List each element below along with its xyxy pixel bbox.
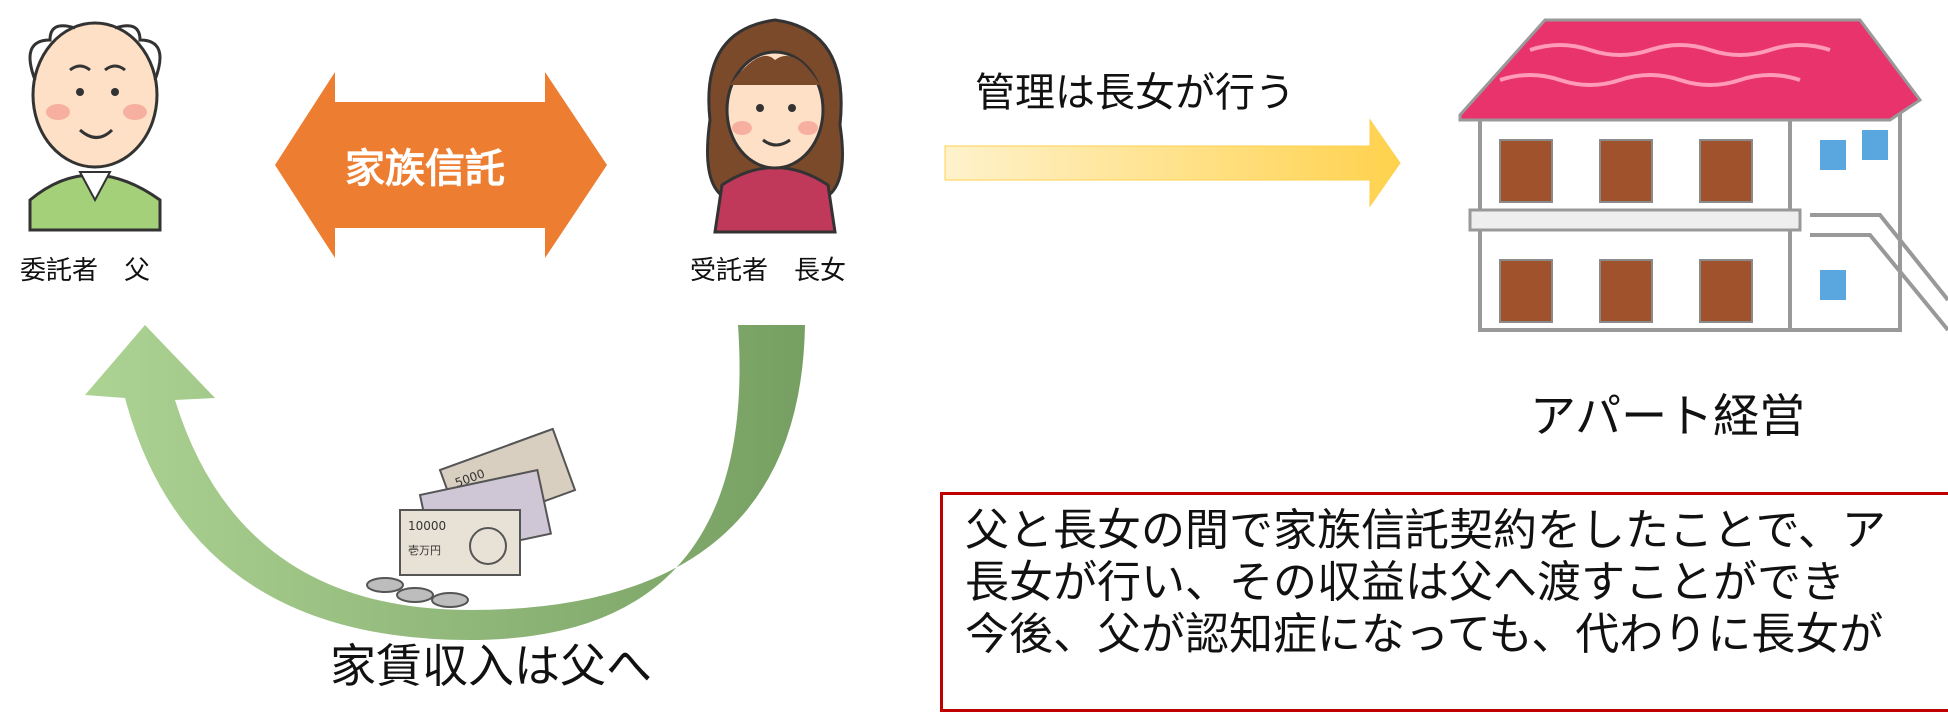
- settlor-label: 委託者 父: [20, 256, 151, 286]
- money-note-2: 10000: [408, 519, 446, 533]
- explanation-line-1: 父と長女の間で家族信託契約をしたことで、ア: [965, 505, 1886, 556]
- diagram-canvas: 5000 10000 壱万円: [28, 18, 1948, 640]
- apartment-illustration: [1458, 18, 1948, 332]
- explanation-line-3: 今後、父が認知症になっても、代わりに長女が: [965, 609, 1884, 660]
- father-illustration: [28, 21, 162, 232]
- rent-label: 家賃収入は父へ: [330, 639, 652, 693]
- explanation-line-2: 長女が行い、その収益は父へ渡すことができ: [965, 557, 1845, 608]
- rent-curved-arrow: [85, 325, 805, 640]
- management-arrow: [944, 118, 1401, 208]
- trust-double-arrow: [275, 72, 607, 258]
- trustee-label: 受託者 長女: [690, 256, 847, 286]
- management-label: 管理は長女が行う: [975, 70, 1295, 116]
- apartment-label: アパート経営: [1530, 389, 1806, 443]
- money-illustration: 5000 10000 壱万円: [366, 427, 577, 608]
- daughter-illustration: [706, 18, 844, 234]
- trust-label: 家族信託: [345, 146, 505, 192]
- explanation-box: 父と長女の間で家族信託契約をしたことで、ア 長女が行い、その収益は父へ渡すことが…: [940, 492, 1948, 712]
- money-note-3: 壱万円: [408, 543, 441, 557]
